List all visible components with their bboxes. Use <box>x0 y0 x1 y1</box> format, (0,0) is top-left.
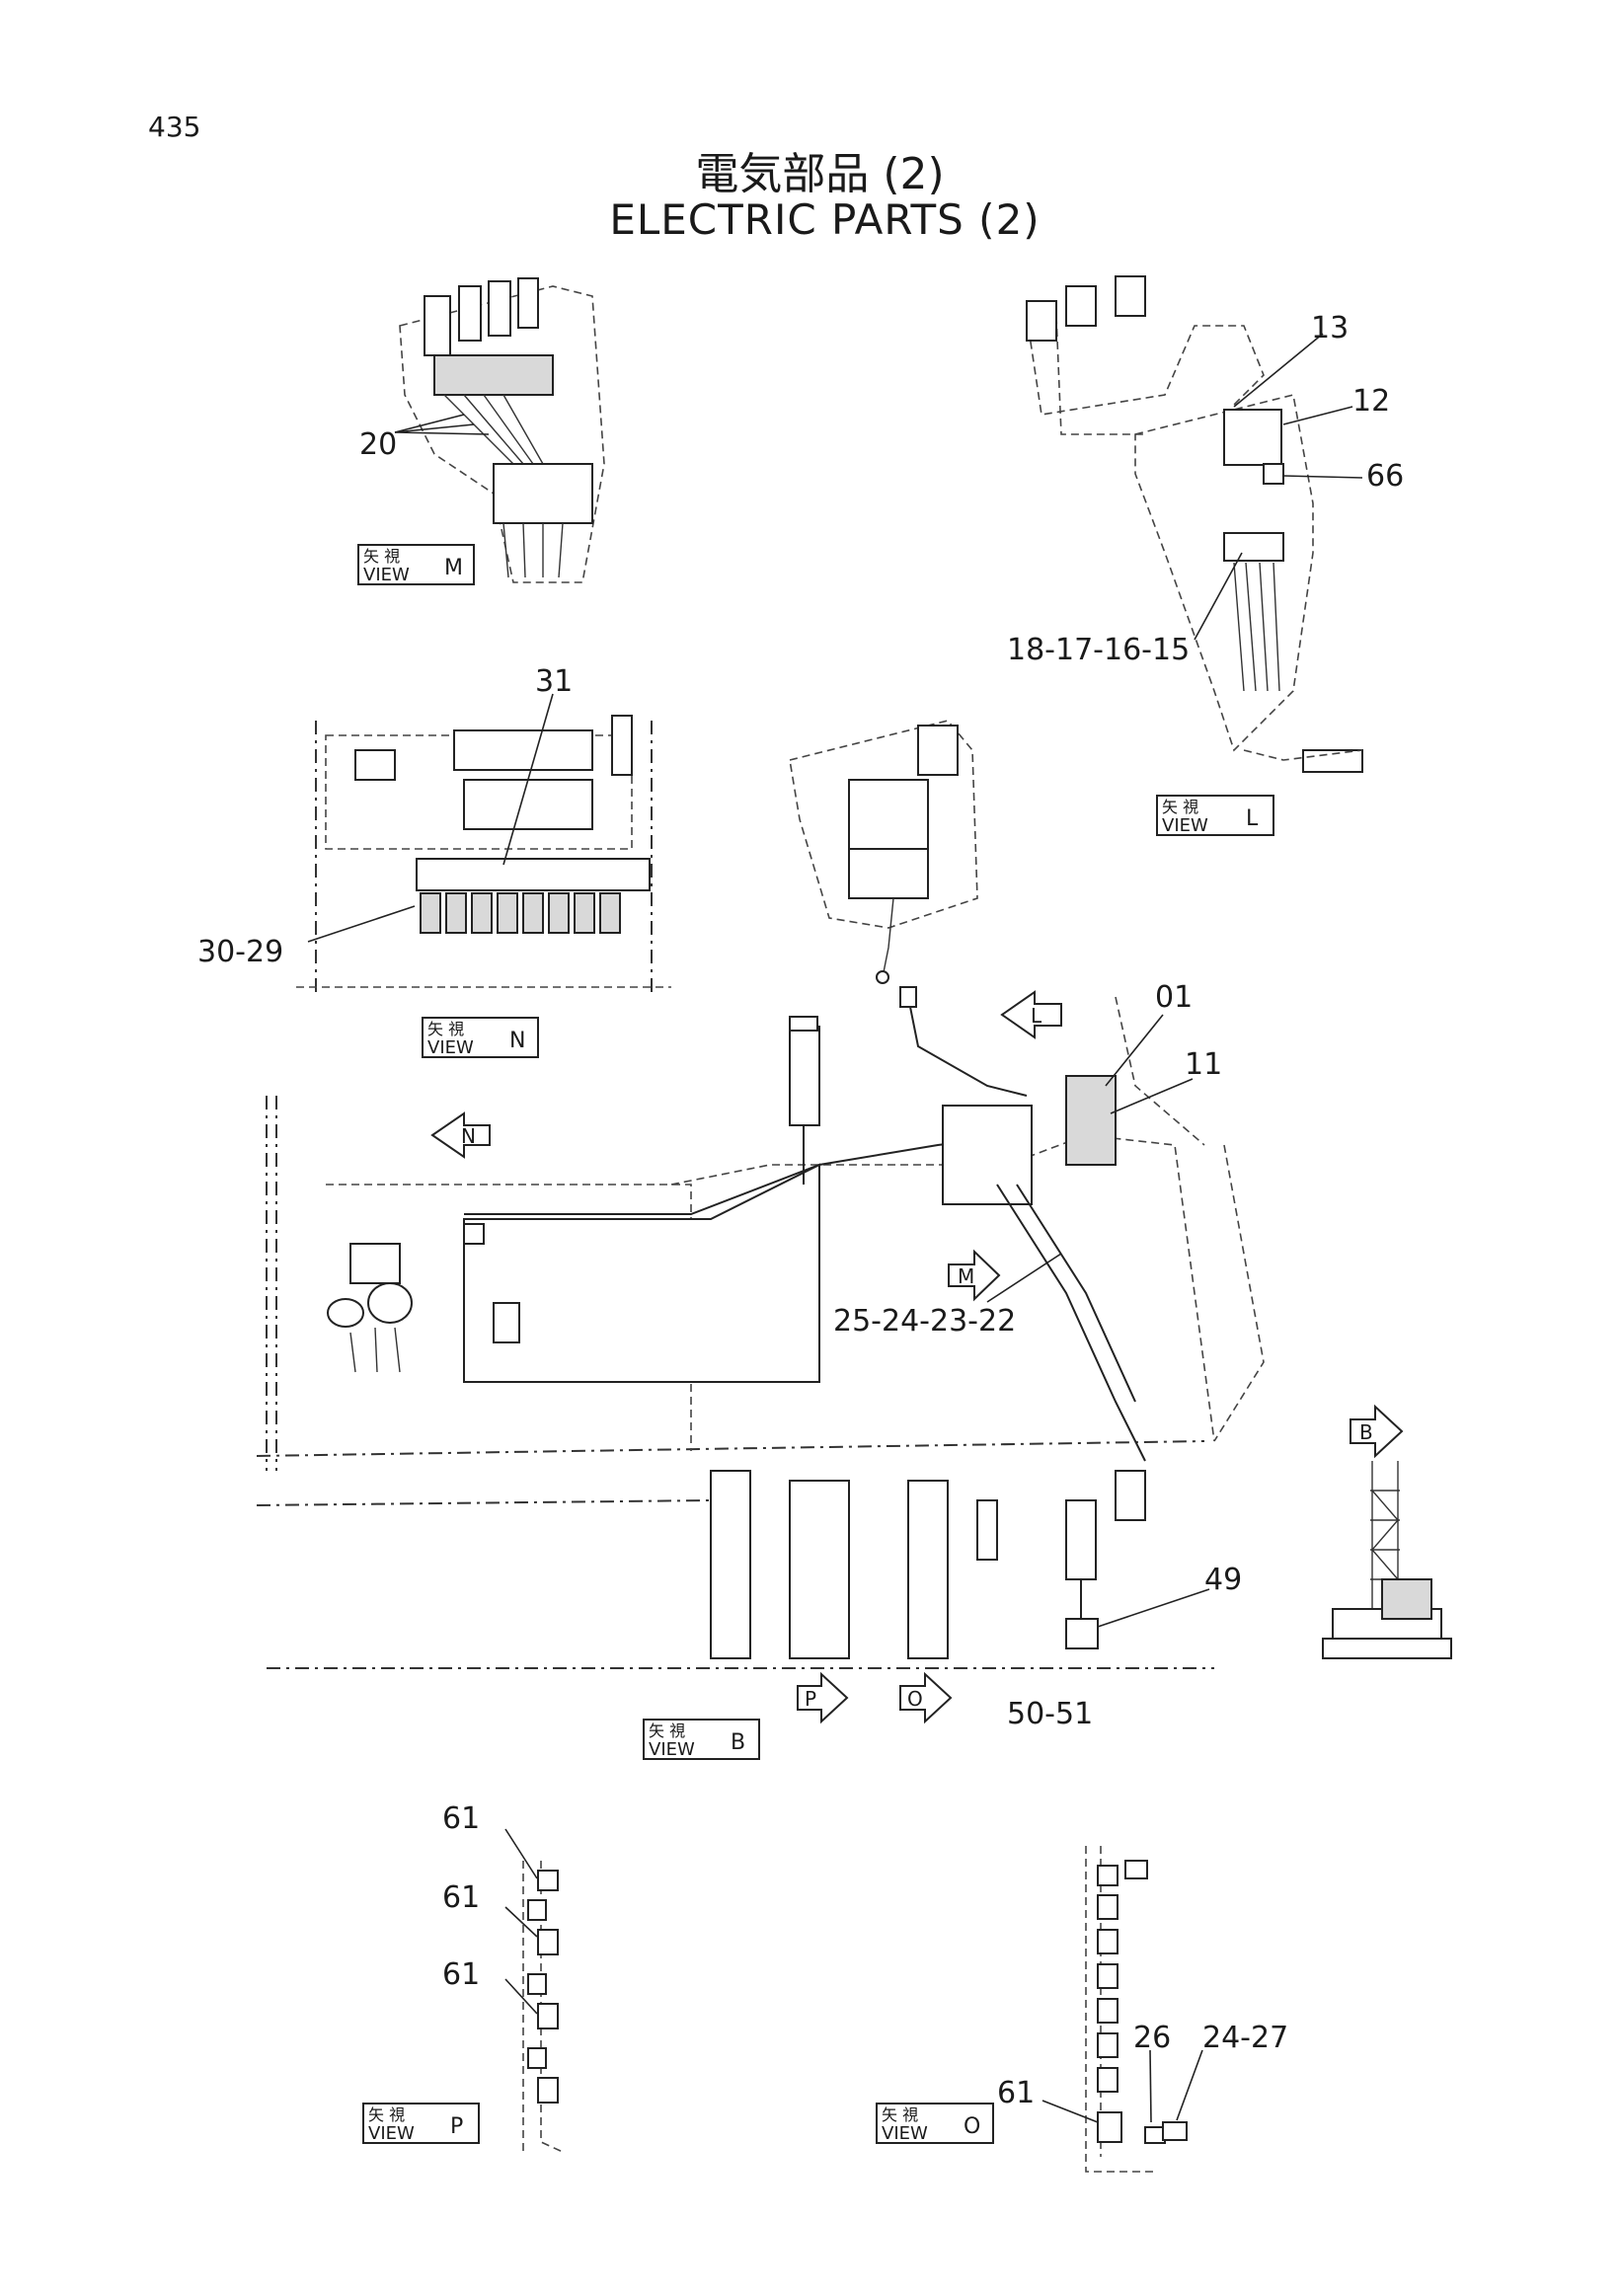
svg-text:矢 視: 矢 視 <box>363 547 400 566</box>
callout-01: 01 <box>1155 980 1193 1015</box>
machine-icon <box>1322 1461 1452 1659</box>
svg-text:N: N <box>461 1124 476 1148</box>
callout-61-c: 61 <box>442 1957 480 1992</box>
svg-text:矢 視: 矢 視 <box>368 2105 405 2124</box>
svg-text:N: N <box>509 1029 525 1053</box>
svg-text:VIEW: VIEW <box>649 1739 695 1760</box>
view-m-drawing <box>399 277 605 583</box>
callout-18-17-16-15: 18-17-16-15 <box>1007 633 1190 667</box>
view-label-b: 矢 視 VIEW B <box>643 1719 760 1760</box>
callout-61-a: 61 <box>442 1801 480 1836</box>
callout-50-51: 50-51 <box>1007 1697 1093 1731</box>
page-number: 435 <box>148 111 201 143</box>
view-label-p: 矢 視 VIEW P <box>362 2103 480 2144</box>
view-o-drawing <box>1085 1846 1188 2173</box>
view-label-o: 矢 視 VIEW O <box>876 2103 994 2144</box>
view-b-drawing <box>256 986 1265 1669</box>
callout-31: 31 <box>535 664 573 699</box>
view-label-n: 矢 視 VIEW N <box>422 1017 539 1058</box>
callout-11: 11 <box>1185 1047 1222 1082</box>
svg-text:O: O <box>907 1687 923 1711</box>
direction-arrow-m: M <box>948 1249 1001 1302</box>
svg-text:VIEW: VIEW <box>882 2123 928 2144</box>
svg-text:VIEW: VIEW <box>363 565 410 585</box>
view-n-drawing <box>296 715 671 997</box>
callout-13: 13 <box>1311 311 1349 345</box>
callout-20: 20 <box>359 427 397 462</box>
direction-arrow-n: N <box>430 1111 491 1159</box>
title-english: ELECTRIC PARTS (2) <box>609 195 1041 244</box>
svg-text:M: M <box>444 556 463 580</box>
svg-text:B: B <box>1359 1420 1373 1444</box>
direction-arrow-b: B <box>1350 1404 1404 1459</box>
svg-text:矢 視: 矢 視 <box>427 1020 464 1038</box>
svg-text:L: L <box>1246 806 1259 831</box>
view-label-l: 矢 視 VIEW L <box>1156 795 1274 836</box>
center-panel-drawing <box>789 720 978 984</box>
direction-arrow-l: L <box>1000 990 1062 1039</box>
callout-26: 26 <box>1133 2021 1171 2055</box>
view-label-m: 矢 視 VIEW M <box>357 544 475 585</box>
svg-text:矢 視: 矢 視 <box>1162 798 1198 816</box>
svg-text:P: P <box>450 2114 463 2139</box>
title-japanese: 電気部品 (2) <box>695 149 945 199</box>
callout-24-27: 24-27 <box>1202 2021 1288 2055</box>
callout-25-24-23-22: 25-24-23-22 <box>833 1304 1016 1339</box>
svg-text:VIEW: VIEW <box>1162 815 1208 836</box>
svg-text:VIEW: VIEW <box>368 2123 415 2144</box>
svg-text:L: L <box>1031 1004 1042 1028</box>
view-p-drawing <box>522 1861 564 2153</box>
callout-12: 12 <box>1352 384 1390 419</box>
direction-arrow-o: O <box>899 1671 953 1724</box>
callout-61-d: 61 <box>997 2076 1035 2110</box>
svg-text:O: O <box>964 2114 980 2139</box>
svg-text:B: B <box>731 1730 745 1755</box>
leader-lines <box>307 333 1363 2123</box>
svg-text:矢 視: 矢 視 <box>882 2105 918 2124</box>
svg-text:M: M <box>958 1264 974 1288</box>
callout-49: 49 <box>1204 1563 1242 1597</box>
callout-30-29: 30-29 <box>197 935 283 969</box>
svg-text:VIEW: VIEW <box>427 1037 474 1058</box>
direction-arrow-p: P <box>797 1671 849 1724</box>
callout-61-b: 61 <box>442 1880 480 1915</box>
callout-66: 66 <box>1366 459 1404 494</box>
connector-row <box>420 892 621 934</box>
view-l-drawing <box>1026 275 1363 773</box>
svg-text:P: P <box>805 1687 816 1711</box>
svg-text:矢 視: 矢 視 <box>649 1722 685 1740</box>
